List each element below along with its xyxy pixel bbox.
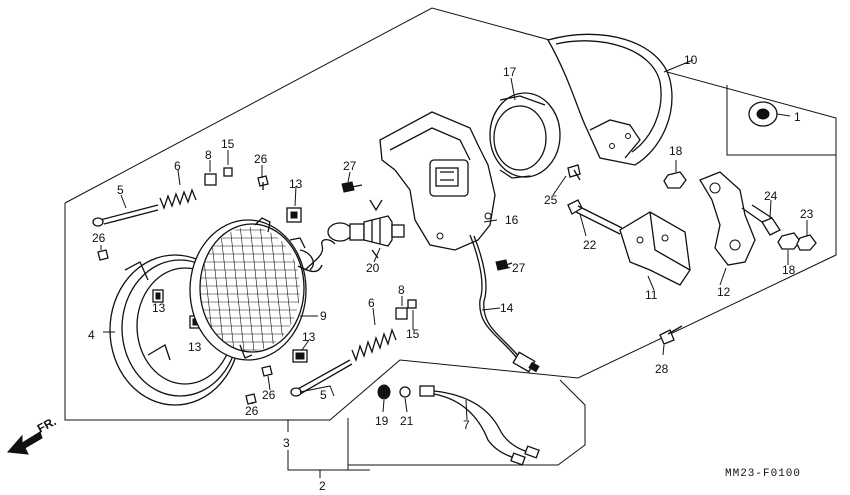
callout-18-lower: 18 bbox=[782, 263, 796, 277]
callout-26-lower-left: 26 bbox=[245, 404, 259, 418]
headlight-case bbox=[379, 111, 496, 251]
callout-11: 11 bbox=[645, 288, 658, 302]
headlight-unit bbox=[189, 217, 314, 361]
callout-14: 14 bbox=[500, 301, 514, 315]
front-direction-arrow: FR. bbox=[6, 414, 58, 455]
shell-collar bbox=[489, 92, 561, 179]
wire-harness bbox=[469, 234, 540, 373]
callout-13-lower: 13 bbox=[302, 330, 316, 344]
callout-17: 17 bbox=[503, 65, 517, 79]
callout-25: 25 bbox=[544, 193, 558, 207]
callout-15-upper: 15 bbox=[221, 137, 235, 151]
side-bracket bbox=[699, 171, 756, 266]
adjuster-nuts-clips bbox=[204, 167, 417, 363]
grommet bbox=[748, 101, 778, 127]
callout-23: 23 bbox=[800, 207, 814, 221]
collar bbox=[741, 204, 781, 236]
callout-7: 7 bbox=[463, 418, 470, 432]
callout-21: 21 bbox=[400, 414, 414, 428]
callout-13-top: 13 bbox=[289, 177, 303, 191]
callout-8-upper: 8 bbox=[205, 148, 212, 162]
callout-26-lower-right: 26 bbox=[262, 388, 276, 402]
callout-2: 2 bbox=[319, 479, 326, 493]
callouts: 1 2 3 4 5 5 6 6 7 8 8 9 10 11 12 13 13 1… bbox=[88, 53, 814, 493]
callout-19: 19 bbox=[375, 414, 389, 428]
callout-15-lower: 15 bbox=[406, 327, 420, 341]
callout-27-lower: 27 bbox=[512, 261, 526, 275]
callout-26-upper: 26 bbox=[254, 152, 268, 166]
assembly-brackets bbox=[287, 420, 370, 478]
callout-6-lower: 6 bbox=[368, 296, 375, 310]
headlight-shell bbox=[547, 33, 673, 166]
position-light bbox=[377, 384, 540, 466]
callout-6-upper: 6 bbox=[174, 159, 181, 173]
small-screws bbox=[97, 164, 683, 405]
callout-26-left: 26 bbox=[92, 231, 106, 245]
callout-24: 24 bbox=[764, 189, 778, 203]
bolt-22 bbox=[567, 199, 623, 235]
callout-22: 22 bbox=[583, 238, 597, 252]
callout-10: 10 bbox=[684, 53, 698, 67]
callout-27-upper: 27 bbox=[343, 159, 357, 173]
headlight-stay bbox=[619, 211, 691, 286]
callout-28: 28 bbox=[655, 362, 669, 376]
callout-8-lower: 8 bbox=[398, 283, 405, 297]
callout-12: 12 bbox=[717, 285, 731, 299]
flange-nuts bbox=[663, 171, 817, 251]
callout-16: 16 bbox=[505, 213, 519, 227]
callout-3: 3 bbox=[283, 436, 290, 450]
callout-5-upper: 5 bbox=[117, 183, 124, 197]
callout-4: 4 bbox=[88, 328, 95, 342]
callout-9: 9 bbox=[320, 309, 327, 323]
leader-lines bbox=[100, 59, 808, 421]
callout-18-upper: 18 bbox=[669, 144, 683, 158]
callout-20: 20 bbox=[366, 261, 380, 275]
headlight-bulb bbox=[297, 199, 405, 273]
callout-13-rim-lower: 13 bbox=[188, 340, 202, 354]
callout-5-lower: 5 bbox=[320, 388, 327, 402]
diagram-code: MM23-F0100 bbox=[725, 468, 801, 480]
callout-1: 1 bbox=[794, 110, 801, 124]
callout-13-rim-upper: 13 bbox=[152, 301, 166, 315]
